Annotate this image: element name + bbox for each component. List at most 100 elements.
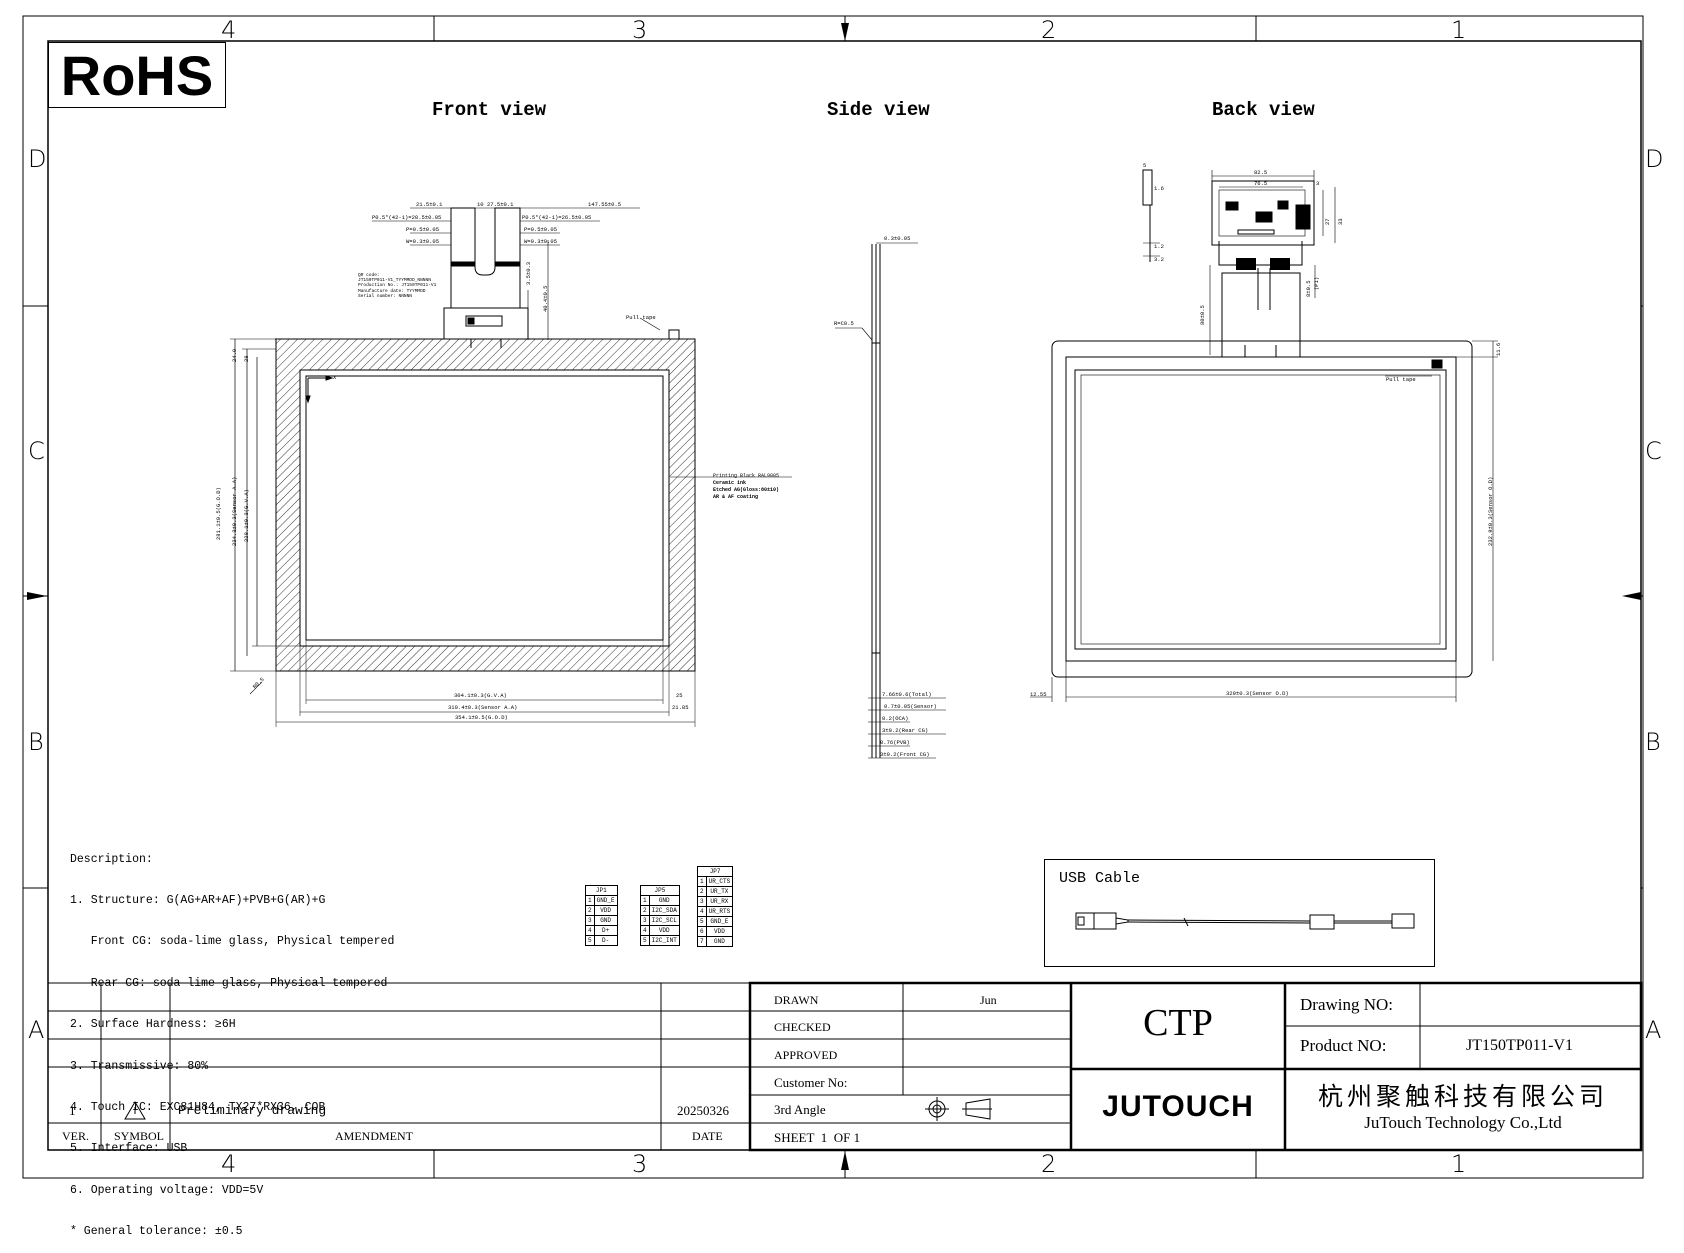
desc-line: * General tolerance: ±0.5 bbox=[70, 1225, 243, 1239]
usb-cable-label: USB Cable bbox=[1059, 870, 1141, 887]
side-dim-oca: 0.2(OCA) bbox=[882, 715, 909, 722]
jp1-pin: 4 bbox=[585, 925, 595, 936]
rohs-badge: RoHS bbox=[48, 42, 226, 108]
revision-description: Preliminary drawing bbox=[178, 1103, 327, 1118]
jp1-signal: GND bbox=[593, 915, 618, 926]
approved-label: APPROVED bbox=[774, 1048, 838, 1062]
desc-line: 5. Interface: USB bbox=[70, 1142, 188, 1156]
back-dim-4: 27 bbox=[1324, 218, 1331, 225]
jp1-signal: D- bbox=[593, 935, 618, 946]
drawing-no-label: Drawing NO: bbox=[1300, 995, 1394, 1014]
zone-col-4-bottom: 4 bbox=[221, 1150, 237, 1178]
back-dim-top: 11.6 bbox=[1495, 342, 1502, 356]
front-dim-fpc-gap: 10 bbox=[477, 201, 484, 208]
front-dim-right-2: 21.85 bbox=[672, 704, 689, 711]
center-arrows bbox=[27, 23, 1641, 1170]
print-line-2: Ceramic ink bbox=[713, 480, 747, 486]
back-dim-9: 3.2 bbox=[1154, 256, 1164, 263]
qr-line-3: Production No.: JT150TP011-V1 bbox=[358, 283, 437, 289]
back-dim-6: 1.6 bbox=[1154, 185, 1164, 192]
front-axis-x: X bbox=[333, 374, 337, 381]
back-dim-2: 76.5 bbox=[1254, 180, 1268, 187]
jp1-signal: VDD bbox=[593, 905, 618, 916]
side-dim-front: 3±0.2(Front CG) bbox=[880, 751, 930, 758]
jp1-pin: 3 bbox=[585, 915, 595, 926]
zone-row-c-left: C bbox=[28, 437, 45, 465]
jp5-pin: 3 bbox=[640, 915, 650, 926]
usb-cable-box: USB Cable bbox=[1044, 859, 1435, 967]
description-block: Description: 1. Structure: G(AG+AR+AF)+P… bbox=[70, 825, 394, 1253]
side-view-title: Side view bbox=[827, 99, 930, 121]
angle-label: 3rd Angle bbox=[774, 1102, 826, 1117]
desc-line: 2. Surface Hardness: ≥6H bbox=[70, 1018, 236, 1032]
jp1-signal: D+ bbox=[593, 925, 618, 936]
back-dim-left: 12.55 bbox=[1030, 691, 1047, 698]
back-dim-width: 329±0.3(Sensor O.D) bbox=[1226, 690, 1289, 697]
sheet-label: SHEET 1 OF 1 bbox=[774, 1130, 861, 1145]
qr-line-5: Serial number: NNNNN bbox=[358, 293, 413, 299]
front-dim-height-va: 228.1±0.3(G.V.A) bbox=[243, 489, 250, 542]
side-dim-pvb: 0.76(PVB) bbox=[880, 739, 910, 746]
header-symbol: SYMBOL bbox=[114, 1129, 165, 1143]
zone-col-2-top: 2 bbox=[1041, 16, 1057, 44]
front-view bbox=[230, 207, 792, 727]
jp7-pin: 6 bbox=[697, 926, 707, 937]
front-dim-p2: P=0.5±0.05 bbox=[524, 226, 558, 233]
back-dim-1: 82.5 bbox=[1254, 169, 1268, 176]
jp5-signal: VDD bbox=[648, 925, 680, 936]
zone-col-2-bottom: 2 bbox=[1041, 1150, 1057, 1178]
jp7-signal: UR_CTS bbox=[705, 876, 734, 887]
print-line-3: Etched AG(Gloss:80±10) bbox=[713, 487, 780, 493]
back-dim-height: 232.9±0.3(Sensor O.D) bbox=[1487, 476, 1494, 546]
jp5-signal: GND bbox=[648, 895, 680, 906]
side-dim-sensor: 0.7±0.05(Sensor) bbox=[884, 703, 937, 710]
front-qr-note: QR code: JT150TP011-V1_TYYMMDD_NNNNN Pro… bbox=[358, 273, 436, 299]
zone-row-d-left: D bbox=[28, 145, 47, 173]
revision-ver: 1 bbox=[69, 1103, 76, 1118]
jp7-signal: UR_RX bbox=[705, 896, 734, 907]
drawing-canvas bbox=[22, 15, 1644, 1179]
jp5-title: JP5 bbox=[640, 885, 680, 896]
usb-cable-drawing bbox=[1075, 912, 1415, 930]
front-dim-p1: P=0.5±0.05 bbox=[406, 226, 440, 233]
checked-label: CHECKED bbox=[774, 1020, 831, 1034]
back-dim-8: 1.2 bbox=[1154, 243, 1164, 250]
rohs-text: RoHS bbox=[60, 44, 214, 107]
jp1-title: JP1 bbox=[585, 885, 618, 896]
front-dim-width-sensor: 310.4±0.3(Sensor A.A) bbox=[448, 704, 518, 711]
front-dim-top-1: 24.9 bbox=[231, 348, 238, 362]
outer-frame bbox=[22, 15, 1644, 1179]
back-dim-10: 8±0.5 bbox=[1305, 280, 1312, 297]
side-dim-top: 0.3±0.05 bbox=[884, 235, 911, 242]
desc-line: 4. Touch IC: EXC81H84, TX27*RX36, COB bbox=[70, 1100, 326, 1114]
header-amendment: AMENDMENT bbox=[335, 1129, 413, 1143]
jp7-pin: 4 bbox=[697, 906, 707, 917]
engineering-drawing: 4 3 2 1 4 3 2 1 D C B A D C B A RoHS Fro… bbox=[22, 15, 1663, 1238]
back-pull-tape: Pull tape bbox=[1386, 376, 1416, 383]
side-dim-chamfer: R=C0.5 bbox=[834, 320, 854, 327]
desc-line: 1. Structure: G(AG+AR+AF)+PVB+G(AR)+G bbox=[70, 893, 326, 907]
zone-row-a-left: A bbox=[28, 1016, 45, 1044]
product-no-label: Product NO: bbox=[1300, 1036, 1387, 1055]
jp5-pin: 2 bbox=[640, 905, 650, 916]
company-name-cn: 杭州聚触科技有限公司 bbox=[1317, 1084, 1608, 1111]
side-view bbox=[835, 242, 946, 759]
title-block-grid bbox=[48, 981, 1643, 1152]
jp7-signal: VDD bbox=[705, 926, 734, 937]
front-dim-fpc-offset: 147.55±0.5 bbox=[588, 201, 622, 208]
jp5-signal: I2C_SDA bbox=[648, 905, 680, 916]
front-pull-tape: Pull tape bbox=[626, 314, 656, 321]
desc-line: 3. Transmissive: 80% bbox=[70, 1059, 209, 1073]
jp5-pin: 4 bbox=[640, 925, 650, 936]
back-dim-5: 33 bbox=[1337, 218, 1344, 225]
revision-date: 20250326 bbox=[677, 1103, 729, 1118]
jp7-signal: GND bbox=[705, 936, 734, 947]
zone-row-b-right: B bbox=[1645, 728, 1661, 756]
front-dim-height-od: 281.1±0.5(G.O.D) bbox=[215, 487, 222, 540]
desc-line: Front CG: soda-lime glass, Physical temp… bbox=[70, 935, 395, 949]
zone-col-1-top: 1 bbox=[1451, 16, 1467, 44]
front-dim-width-od: 354.1±0.5(G.O.D) bbox=[455, 714, 508, 721]
